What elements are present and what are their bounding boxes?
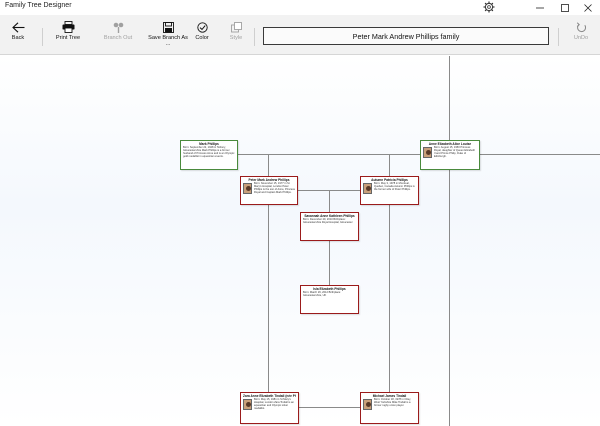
undo-arrow-icon — [576, 22, 586, 33]
person-name: Zara Anne Elizabeth Tindall (née Phillip… — [243, 394, 296, 398]
person-photo — [363, 399, 372, 410]
person-name: Isla Elizabeth Phillips — [313, 287, 346, 291]
connector-line — [449, 56, 451, 426]
connector-line — [329, 241, 331, 285]
person-name: Savannah Anne Kathleen Phillips — [304, 214, 355, 218]
person-details: Born: March 29, 2012 Birthplace: Glouces… — [303, 291, 341, 298]
maximize-icon — [561, 3, 569, 12]
person-card[interactable]: Peter Mark Andrew Phillips Born: Novembe… — [240, 176, 298, 205]
person-card[interactable]: Autumn Patricia Phillips Born: May 3, 19… — [360, 176, 419, 205]
save-disk-icon — [162, 22, 174, 33]
color-label: Color — [195, 35, 209, 41]
person-details: Born: November 15, 1977 in St Mary's Hos… — [254, 182, 295, 195]
person-details: Born: May 3, 1978 in Montreal, Quebec, C… — [374, 182, 415, 192]
style-layers-icon — [230, 22, 242, 33]
person-name: Anne Elizabeth Alice Louise — [428, 142, 472, 146]
color-button[interactable]: Color — [190, 15, 214, 55]
person-card[interactable]: Savannah Anne Kathleen Phillips Born: De… — [300, 212, 359, 241]
branch-icon — [113, 22, 123, 33]
title-bar: Family Tree Designer — [0, 0, 600, 15]
branch-out-label: Branch Out — [103, 35, 133, 41]
back-button[interactable]: Back — [4, 15, 32, 55]
style-label: Style — [229, 35, 243, 41]
person-details: Born: December 29, 2010 Birthplace: Glou… — [303, 218, 353, 225]
toolbar-separator — [254, 28, 255, 46]
family-name-field[interactable]: Peter Mark Andrew Phillips family — [263, 27, 549, 45]
person-photo — [243, 399, 252, 410]
connector-line — [268, 154, 270, 393]
connector-line — [272, 190, 360, 192]
person-details: Born: August 15, 1950 Princess Royal, da… — [434, 146, 476, 159]
person-card[interactable]: Isla Elizabeth Phillips Born: March 29, … — [300, 285, 359, 314]
close-button[interactable] — [576, 0, 600, 15]
person-name: Autumn Patricia Phillips — [371, 178, 408, 182]
connector-line — [238, 154, 600, 156]
style-button[interactable]: Style — [224, 15, 248, 55]
minimize-button[interactable] — [528, 0, 552, 15]
print-tree-label: Print Tree — [55, 35, 81, 41]
back-label: Back — [11, 35, 25, 41]
person-details: Born: September 22, 1948 in Tetbury, Glo… — [183, 146, 235, 159]
person-photo — [243, 183, 252, 194]
person-card[interactable]: Zara Anne Elizabeth Tindall (née Phillip… — [240, 392, 299, 424]
undo-label: UnDo — [573, 35, 589, 41]
person-card[interactable]: Mark Phillips Born: September 22, 1948 i… — [180, 140, 238, 170]
toolbar-separator — [42, 28, 43, 46]
app-title: Family Tree Designer — [5, 2, 72, 9]
printer-icon — [62, 21, 74, 33]
person-photo — [363, 183, 372, 194]
person-name: Peter Mark Andrew Phillips — [248, 178, 290, 182]
back-arrow-icon — [11, 22, 24, 33]
person-details: Born: October 18, 1978 in Otley, West Yo… — [374, 398, 412, 408]
save-branch-label: Save Branch As ... — [148, 35, 188, 47]
person-photo — [423, 147, 432, 158]
connector-line — [389, 154, 391, 393]
person-name: Michael James Tindall — [372, 394, 407, 398]
toolbar-separator — [558, 28, 559, 46]
connector-line — [329, 190, 331, 212]
settings-gear-icon[interactable] — [483, 1, 495, 13]
close-icon — [584, 3, 592, 12]
minimize-icon — [536, 7, 544, 8]
maximize-button[interactable] — [553, 0, 577, 15]
person-details: Born: May 15, 1981 in St Mary's Hospital… — [254, 398, 294, 411]
undo-button[interactable]: UnDo — [569, 15, 593, 55]
person-card[interactable]: Anne Elizabeth Alice Louise Born: August… — [420, 140, 480, 170]
person-card[interactable]: Michael James Tindall Born: October 18, … — [360, 392, 419, 424]
save-branch-button[interactable]: Save Branch As ... — [147, 15, 189, 55]
tree-canvas[interactable]: Mark Phillips Born: September 22, 1948 i… — [0, 56, 600, 426]
person-name: Mark Phillips — [199, 142, 219, 146]
connector-line — [268, 407, 361, 409]
branch-out-button[interactable]: Branch Out — [100, 15, 136, 55]
print-tree-button[interactable]: Print Tree — [52, 15, 84, 55]
color-palette-icon — [196, 22, 208, 33]
